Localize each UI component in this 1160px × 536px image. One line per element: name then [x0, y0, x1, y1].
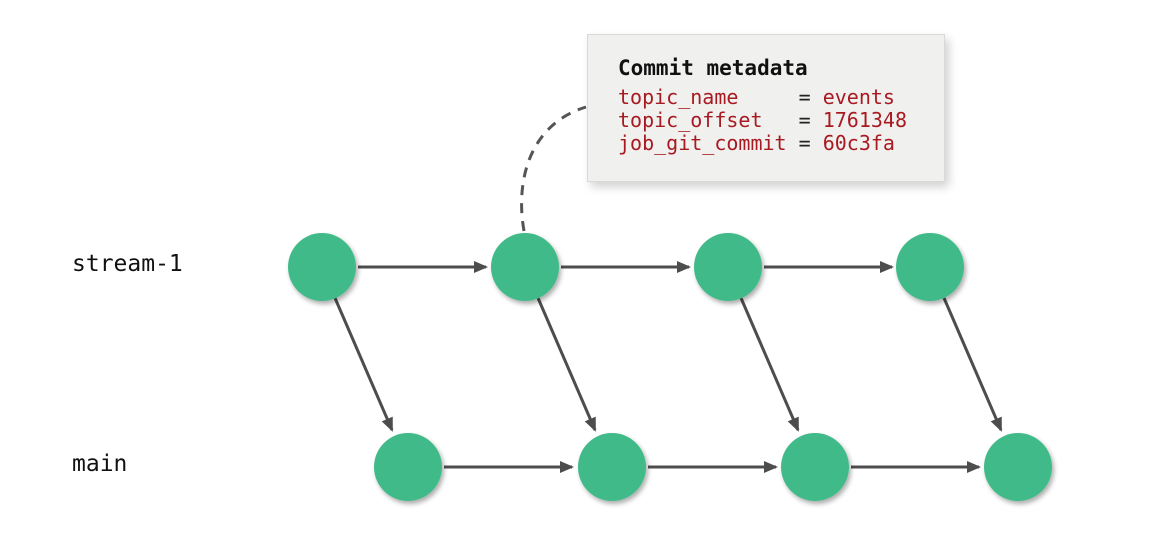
commit-node-main-1	[374, 433, 442, 501]
tooltip-connector-dashed-line	[520, 105, 587, 232]
equals-sign: =	[798, 108, 811, 132]
edge-stream1-1-main-1	[333, 297, 394, 432]
commit-node-main-4	[984, 433, 1052, 501]
meta-key: job_git_commit	[618, 131, 787, 155]
tooltip-row-topic-offset: topic_offset = 1761348	[618, 109, 934, 132]
edge-stream1-2-main-2	[536, 297, 597, 432]
tooltip-title: Commit metadata	[618, 56, 808, 80]
branch-label-stream-1: stream-1	[72, 251, 183, 277]
tooltip-row-topic-name: topic_name = events	[618, 86, 934, 109]
commit-node-main-3	[781, 433, 849, 501]
commit-node-stream1-1	[288, 233, 356, 301]
commit-node-stream1-2	[491, 233, 559, 301]
commit-node-stream1-3	[694, 233, 762, 301]
equals-sign: =	[798, 131, 811, 155]
edge-stream1-4-main-4	[942, 297, 1003, 432]
tooltip-row-job-git-commit: job_git_commit = 60c3fa	[618, 132, 934, 155]
edge-stream1-3-main-3	[739, 297, 800, 432]
meta-key: topic_offset	[618, 108, 763, 132]
branch-label-main: main	[72, 451, 128, 477]
commit-metadata-tooltip: Commit metadata topic_name = events topic…	[587, 34, 945, 182]
meta-value: 1761348	[822, 108, 907, 132]
commit-node-stream1-4	[896, 233, 964, 301]
commit-node-main-2	[578, 433, 646, 501]
meta-key: topic_name	[618, 85, 739, 109]
equals-sign: =	[798, 85, 811, 109]
meta-value: 60c3fa	[822, 131, 895, 155]
meta-value: events	[822, 85, 895, 109]
